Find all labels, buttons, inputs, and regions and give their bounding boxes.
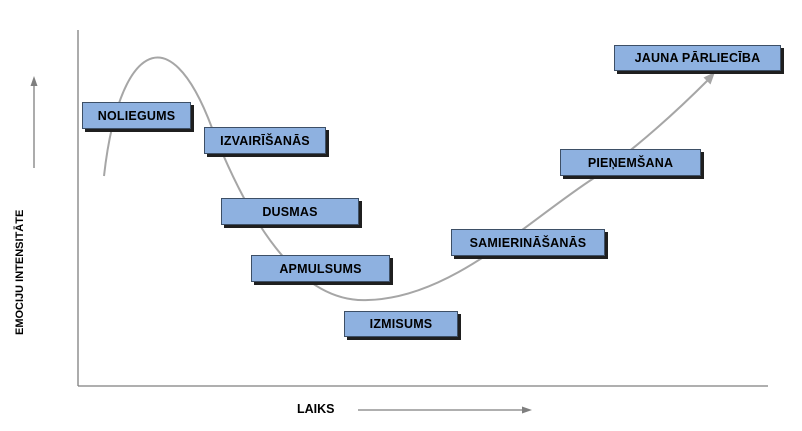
stage-noliegums: NOLIEGUMS [82, 102, 191, 129]
y-label-arrowhead [30, 76, 38, 86]
stage-samierinasanas: SAMIERINĀŠANĀS [451, 229, 605, 256]
stage-izvairisanas: IZVAIRĪŠANĀS [204, 127, 326, 154]
x-axis-label: LAIKS [297, 402, 335, 416]
stage-izmisums: IZMISUMS [344, 311, 458, 337]
emotion-curve [103, 56, 709, 302]
stage-pienemsana: PIEŅEMŠANA [560, 149, 701, 176]
stage-dusmas: DUSMAS [221, 198, 359, 225]
stage-jauna-parliecība: JAUNA PĀRLIECĪBA [614, 45, 781, 71]
x-label-arrowhead [522, 406, 532, 414]
stage-apmulsums: APMULSUMS [251, 255, 390, 282]
y-axis-label: EMOCIJU INTENSITĀTE [14, 209, 26, 335]
emotion-curve-arrowhead [703, 72, 715, 85]
